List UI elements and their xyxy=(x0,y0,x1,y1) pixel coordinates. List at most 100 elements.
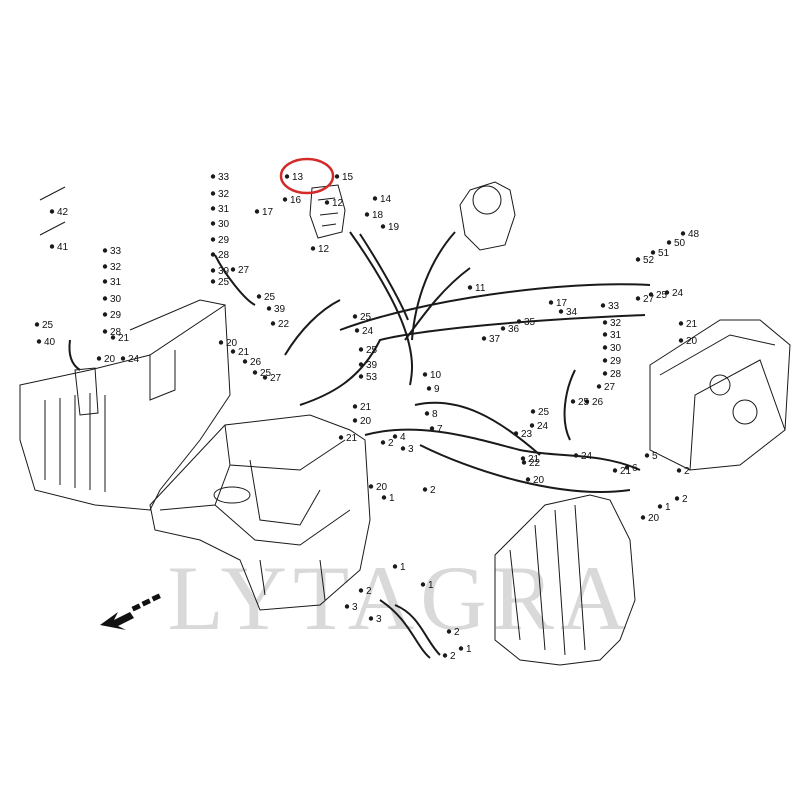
callout-label: 2 xyxy=(450,651,456,662)
callout-label: 16 xyxy=(290,195,302,206)
part-marker xyxy=(358,588,364,593)
callout-label: 21 xyxy=(118,333,130,344)
hose xyxy=(359,233,409,321)
callout-label: 53 xyxy=(366,372,378,383)
hose xyxy=(563,369,576,441)
callout-label: 24 xyxy=(537,421,549,432)
callout-label: 21 xyxy=(528,454,540,465)
callout-label: 23 xyxy=(521,429,533,440)
part-marker xyxy=(426,386,432,391)
callout-label: 17 xyxy=(262,207,274,218)
part-marker xyxy=(284,174,290,179)
hose xyxy=(364,428,641,471)
callout-label: 31 xyxy=(218,204,230,215)
callout-label-highlighted: 13 xyxy=(292,172,304,183)
part-marker xyxy=(358,347,364,352)
part-marker xyxy=(584,399,590,404)
callout-label: 33 xyxy=(110,246,122,257)
part-marker xyxy=(530,409,536,414)
part-marker xyxy=(310,246,316,251)
callout-label: 39 xyxy=(274,304,286,315)
part-marker xyxy=(596,384,602,389)
part-marker xyxy=(422,487,428,492)
hose xyxy=(299,314,646,406)
highlight-circle xyxy=(279,157,335,195)
callout-label: 30 xyxy=(610,343,622,354)
part-marker xyxy=(102,264,108,269)
part-marker xyxy=(420,582,426,587)
part-marker xyxy=(334,174,340,179)
watermark: LYTAGRA xyxy=(167,547,633,649)
part-marker xyxy=(422,372,428,377)
callout-label: 2 xyxy=(682,494,688,505)
callout-label: 27 xyxy=(643,294,655,305)
part-marker xyxy=(392,564,398,569)
callout-label: 2 xyxy=(366,586,372,597)
callout-label: 52 xyxy=(643,255,655,266)
callout-label: 20 xyxy=(360,416,372,427)
part-marker xyxy=(664,290,670,295)
callout-label: 2 xyxy=(388,438,394,449)
callout-label: 1 xyxy=(665,502,671,513)
part-marker xyxy=(266,306,272,311)
part-marker xyxy=(256,294,262,299)
part-marker xyxy=(640,515,646,520)
callout-label: 20 xyxy=(648,513,660,524)
part-marker xyxy=(676,468,682,473)
part-marker xyxy=(624,465,630,470)
callout-label: 25 xyxy=(656,290,668,301)
pump-assembly xyxy=(309,184,346,239)
callout-label: 31 xyxy=(610,330,622,341)
callout-label: 26 xyxy=(250,357,262,368)
part-marker xyxy=(573,453,579,458)
callout-label: 25 xyxy=(538,407,550,418)
hose xyxy=(349,231,413,386)
callout-label: 25 xyxy=(42,320,54,331)
part-marker xyxy=(96,356,102,361)
hose xyxy=(394,604,441,656)
part-marker xyxy=(467,285,473,290)
hose xyxy=(284,299,341,356)
part-marker xyxy=(513,431,519,436)
part-marker xyxy=(521,460,527,465)
part-marker xyxy=(210,268,216,273)
callout-label: 10 xyxy=(430,370,442,381)
callout-label: 2 xyxy=(454,627,460,638)
callout-label: 2 xyxy=(430,485,436,496)
part-marker xyxy=(358,362,364,367)
part-marker xyxy=(368,616,374,621)
part-marker xyxy=(102,279,108,284)
callout-label: 25 xyxy=(360,312,372,323)
part-marker xyxy=(570,399,576,404)
part-marker xyxy=(424,411,430,416)
hose xyxy=(414,401,541,456)
part-marker xyxy=(392,434,398,439)
callout-label: 36 xyxy=(508,324,520,335)
part-marker xyxy=(680,231,686,236)
part-marker xyxy=(102,312,108,317)
part-marker xyxy=(210,279,216,284)
callout-label: 33 xyxy=(608,301,620,312)
right-fender xyxy=(494,494,636,666)
callout-label: 21 xyxy=(238,347,250,358)
callout-label: 7 xyxy=(437,424,443,435)
callout-label: 8 xyxy=(432,409,438,420)
callout-label: 51 xyxy=(658,248,670,259)
callout-label: 32 xyxy=(218,189,230,200)
callout-label: 50 xyxy=(674,238,686,249)
part-marker xyxy=(252,370,258,375)
part-marker xyxy=(635,257,641,262)
callout-label: 21 xyxy=(620,466,632,477)
callout-label: 24 xyxy=(128,354,140,365)
callout-label: 39 xyxy=(218,266,230,277)
part-marker xyxy=(218,340,224,345)
callout-label: 22 xyxy=(278,319,290,330)
callout-label: 3 xyxy=(352,602,358,613)
callout-label: 37 xyxy=(489,334,501,345)
callout-label: 12 xyxy=(332,198,344,209)
part-marker xyxy=(381,495,387,500)
callout-label: 14 xyxy=(380,194,392,205)
callout-label: 25 xyxy=(366,345,378,356)
part-marker xyxy=(602,358,608,363)
part-marker xyxy=(602,332,608,337)
